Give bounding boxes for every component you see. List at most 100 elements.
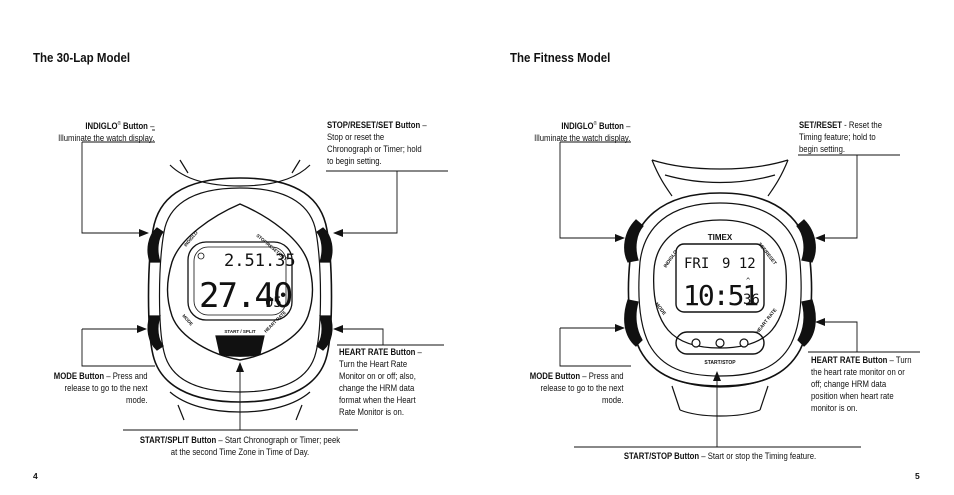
mode-line: mode.: [126, 395, 148, 405]
watch-label-start-split: START / SPLIT: [224, 329, 255, 334]
start-split-caption: START/SPLIT Button – Start Chronograph o…: [108, 434, 372, 458]
mode-caption-right: MODE Button – Press and release to go to…: [530, 370, 624, 406]
leader-lines-left: [81, 129, 448, 431]
lcd-content-left: 2.51.35 27.40 05 INDIGLO STOP/RESET/SET …: [181, 230, 295, 334]
top-strap-edge: [169, 164, 311, 187]
start-split-line: at the second Time Zone in Time of Day.: [170, 447, 310, 457]
mode-button-right-watch[interactable]: [624, 299, 643, 347]
indiglo-button-left-watch[interactable]: [147, 227, 164, 263]
page-title-30-lap: The 30-Lap Model: [33, 51, 131, 65]
page-number-left: 4: [33, 471, 38, 481]
heart-rate-dash: – Turn: [887, 355, 912, 365]
top-strap-edge: [651, 159, 789, 197]
heart-rate-line: the heart rate monitor on or: [811, 367, 905, 377]
lcd-main-digits: 27.40: [199, 276, 292, 316]
lcd-main-time: 10:51: [683, 279, 757, 312]
indiglo-title: INDIGLO: [560, 121, 594, 131]
set-reset-title: SET/RESET: [799, 120, 843, 130]
leader-heart-rate-right: [815, 318, 858, 352]
bottom-strap-edge: [659, 371, 781, 388]
start-stop-button[interactable]: [715, 338, 725, 348]
heart-rate-line: Monitor on or off; also,: [339, 371, 416, 381]
mode-title: MODE Button: [530, 371, 581, 381]
mode-line: release to go to the next: [540, 383, 624, 393]
watch-face: [652, 219, 788, 349]
mode-caption-left: MODE Button – Press and release to go to…: [54, 370, 148, 406]
start-split-dash: – Start Chronograph or Timer; peek: [216, 435, 341, 445]
start-split-title: START/SPLIT Button: [139, 435, 217, 445]
indiglo-caption-left: INDIGLO® Button – Illuminate the watch d…: [58, 120, 154, 144]
heart-rate-title: HEART RATE Button: [811, 355, 888, 365]
indiglo-button-right-watch[interactable]: [624, 219, 644, 263]
set-reset-dash: - Reset the: [842, 120, 883, 130]
lcd-frame: [675, 243, 765, 313]
registered-mark: ®: [117, 121, 121, 127]
mode-button-left-watch[interactable]: [147, 315, 164, 351]
indiglo-desc: Illuminate the watch display.: [57, 133, 154, 143]
stop-reset-line: Chronograph or Timer; hold: [327, 144, 422, 154]
lcd-content-right: TIMEX FRI 9 12 10:51 ^ 36 INDIGLO SET/RE…: [653, 233, 778, 366]
watch-label-mode: MODE: [653, 302, 667, 318]
leader-set-reset: [815, 155, 858, 242]
leader-indiglo-left: [81, 142, 149, 237]
indiglo-dash: –: [623, 121, 630, 131]
heart-rate-line: change the HRM data: [339, 383, 415, 393]
stopwatch-icon: [197, 252, 205, 260]
start-split-button[interactable]: [215, 335, 265, 357]
lcd-frame: [187, 241, 293, 321]
leader-lines-right: [559, 141, 920, 448]
leader-indiglo-right: [559, 142, 625, 242]
leader-stop-reset: [333, 171, 398, 237]
indiglo-title-rest: Button: [120, 121, 148, 131]
mode-dash: – Press and: [580, 371, 624, 381]
mode-line: mode.: [602, 395, 624, 405]
heart-rate-line: Rate Monitor is on.: [339, 407, 404, 417]
brand-logo: TIMEX: [708, 233, 733, 242]
heart-rate-line: Turn the Heart Rate: [339, 359, 408, 369]
heart-rate-button-right-watch[interactable]: [797, 299, 816, 347]
indiglo-title: INDIGLO: [84, 121, 118, 131]
set-reset-caption: SET/RESET - Reset the Timing feature; ho…: [799, 119, 882, 155]
indiglo-desc: Illuminate the watch display.: [533, 133, 630, 143]
stop-reset-title: STOP/RESET/SET Button: [327, 120, 421, 130]
leader-heart-rate-left: [333, 325, 384, 345]
start-stop-dash: – Start or stop the Timing feature.: [699, 451, 817, 461]
stop-reset-button[interactable]: [316, 227, 333, 263]
pod-button[interactable]: [739, 338, 749, 348]
heart-rate-button-left-watch[interactable]: [316, 315, 333, 351]
leader-mode-base: [559, 328, 631, 367]
watch-label-start-stop: START/STOP: [704, 360, 736, 366]
lcd-seconds: 36: [743, 292, 760, 308]
watch-30-lap: [147, 159, 333, 421]
page-number-right: 5: [915, 471, 920, 481]
registered-mark: ®: [593, 121, 597, 127]
heart-rate-title: HEART RATE Button: [339, 347, 416, 357]
heart-rate-caption-right: HEART RATE Button – Turn the heart rate …: [811, 354, 912, 414]
lcd-sub-digits: 05: [265, 295, 282, 311]
set-reset-button[interactable]: [796, 219, 816, 263]
lcd-day: FRI: [684, 256, 709, 272]
mode-line: release to go to the next: [64, 383, 148, 393]
watch-label-indiglo: INDIGLO: [663, 249, 680, 269]
lcd-marker: ^: [746, 277, 750, 285]
heart-rate-dash: –: [415, 347, 422, 357]
watch-label-set-reset: SET/RESET: [756, 242, 777, 267]
stop-reset-caption: STOP/RESET/SET Button – Stop or reset th…: [327, 119, 427, 167]
heart-rate-line: position when heart rate: [811, 391, 894, 401]
indiglo-caption-right: INDIGLO® Button – Illuminate the watch d…: [534, 120, 630, 144]
page-title-fitness: The Fitness Model: [510, 51, 611, 65]
heart-rate-line: monitor is on.: [811, 403, 858, 413]
stop-reset-line: Stop or reset the: [327, 132, 385, 142]
watch-label-mode: MODE: [181, 313, 194, 326]
set-reset-line: begin setting.: [799, 144, 846, 154]
indiglo-dash: –: [147, 121, 154, 131]
lcd-date: 9 12: [722, 256, 756, 272]
mode-title: MODE Button: [54, 371, 105, 381]
mode-dash: – Press and: [104, 371, 148, 381]
indiglo-title-rest: Button: [596, 121, 624, 131]
start-stop-caption: START/STOP Button – Start or stop the Ti…: [579, 450, 861, 462]
heart-rate-line: off; change HRM data: [811, 379, 887, 389]
pod-button[interactable]: [691, 338, 701, 348]
set-reset-line: Timing feature; hold to: [799, 132, 876, 142]
